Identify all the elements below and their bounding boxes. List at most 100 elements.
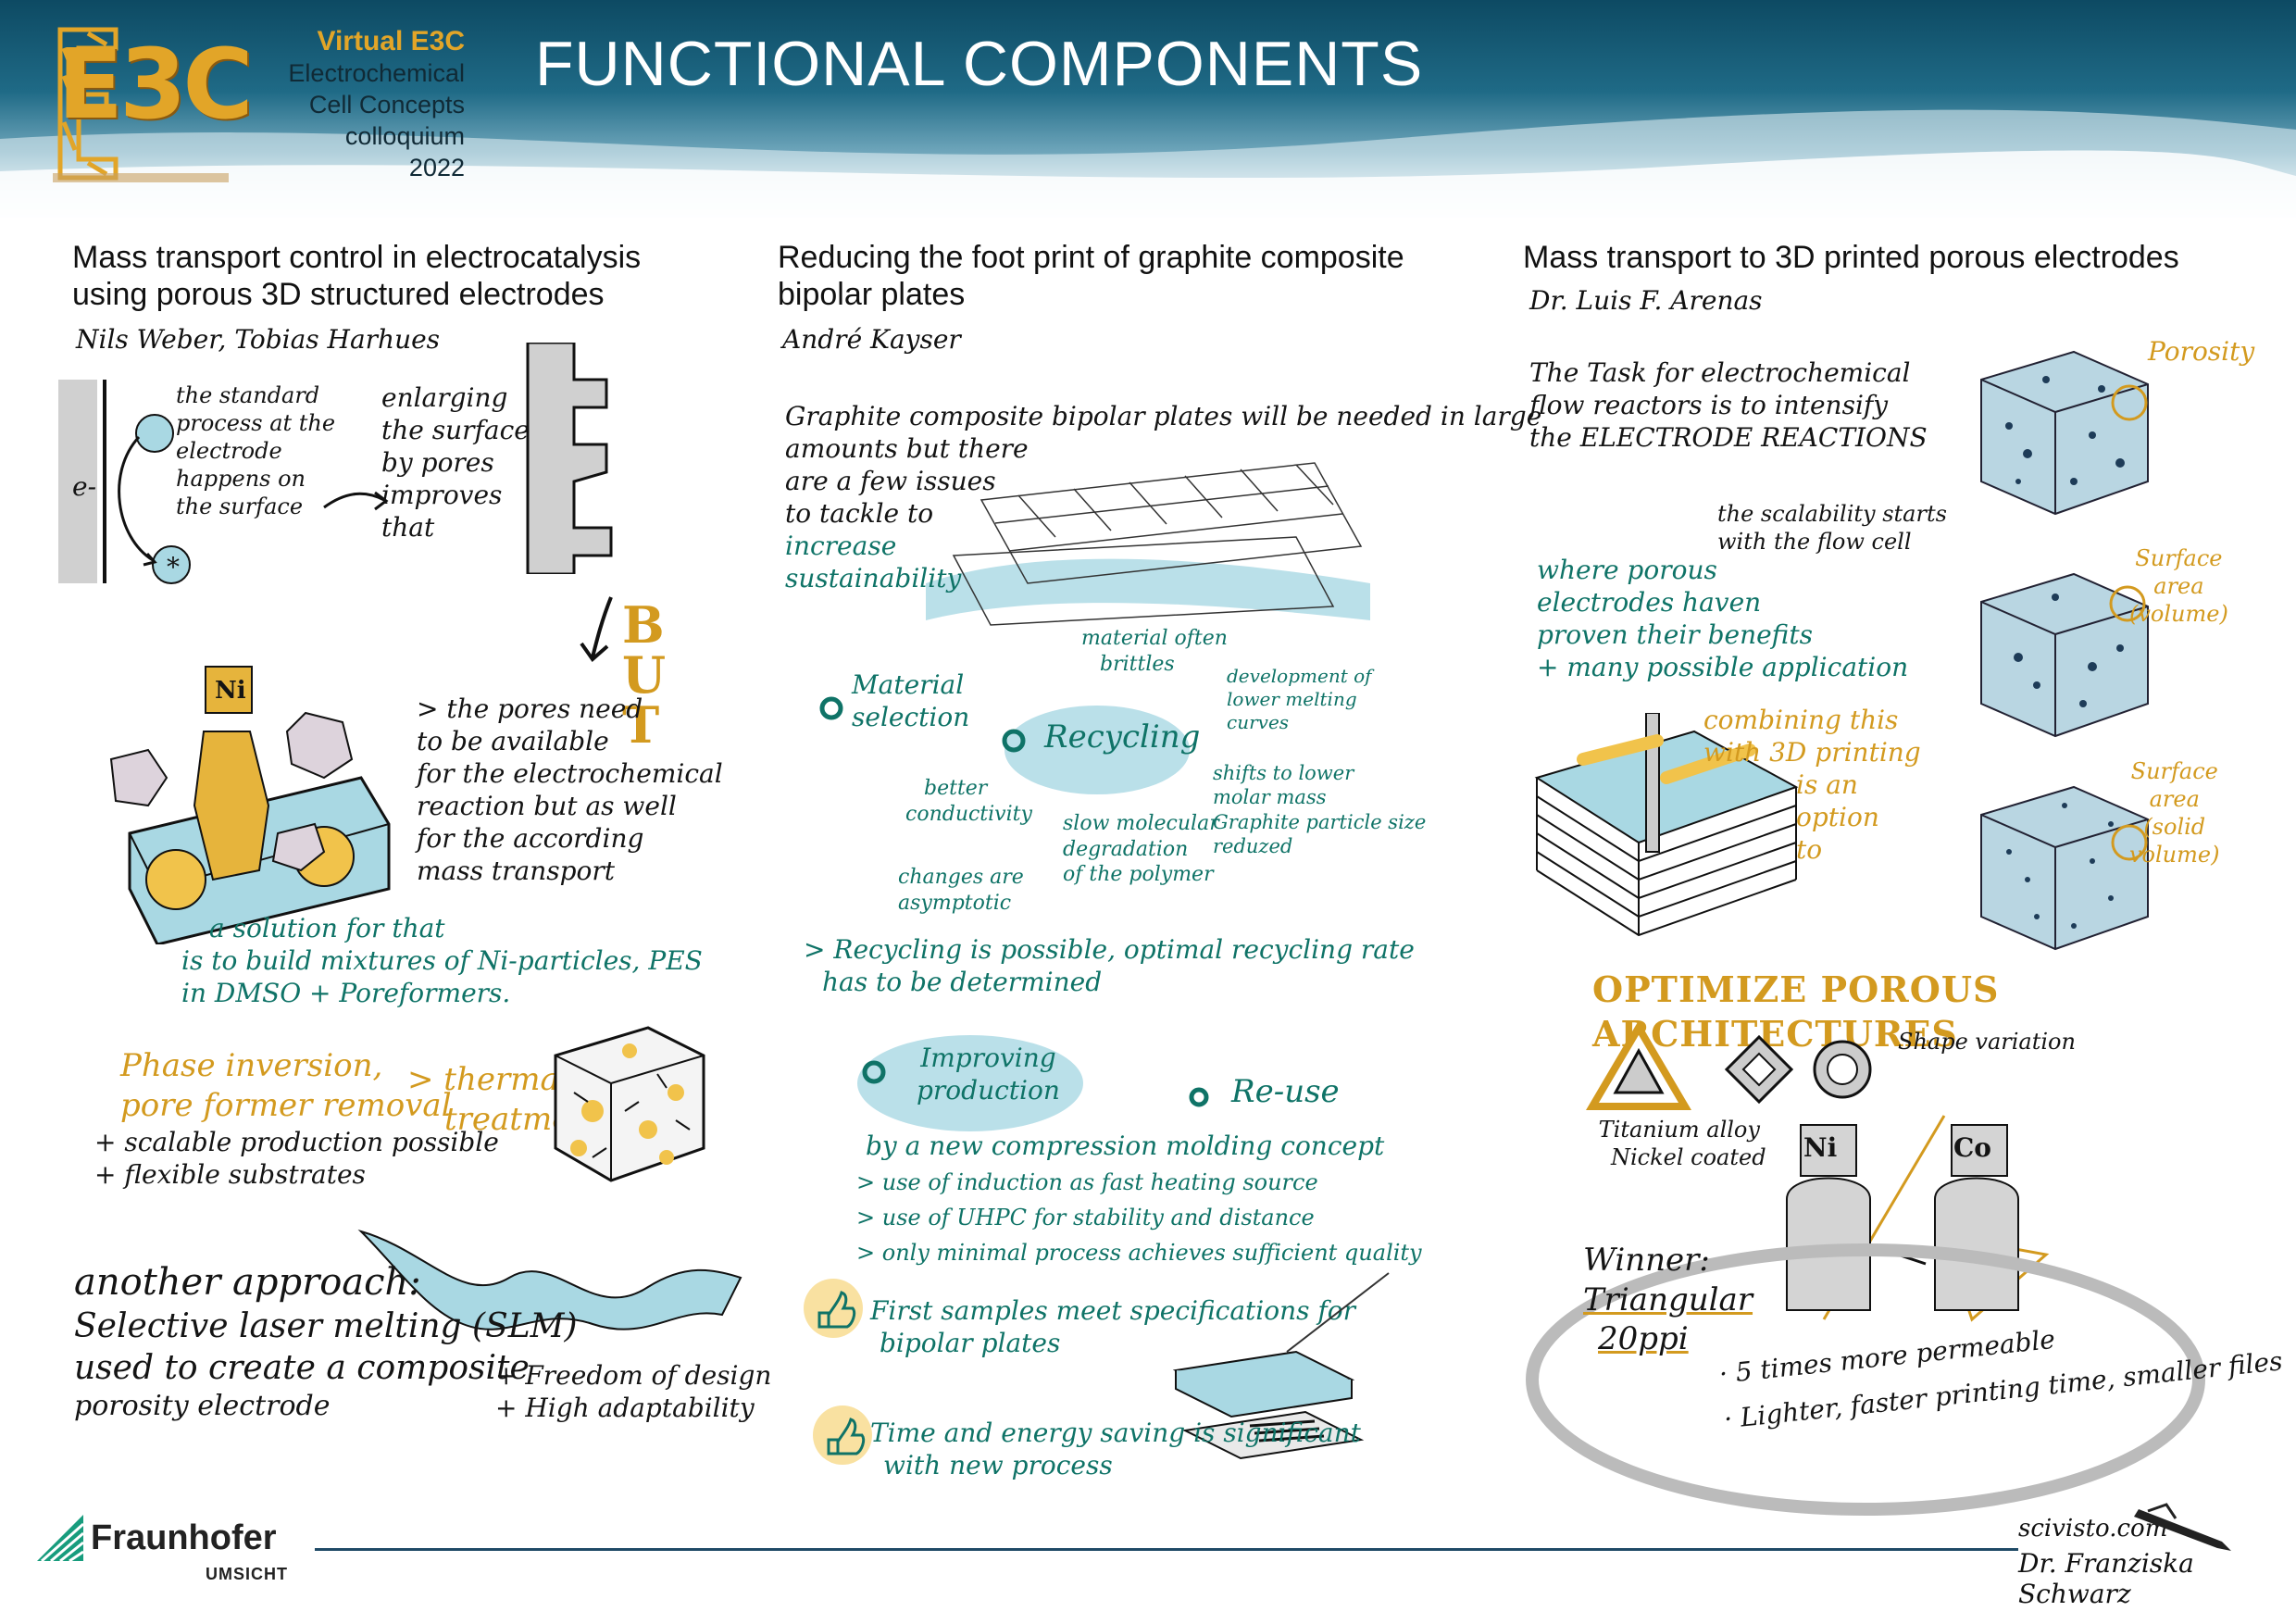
credit-name: Dr. Franziska Schwarz	[2018, 1548, 2194, 1609]
fraunhofer-name: Fraunhofer	[91, 1518, 277, 1557]
but-letter: U	[622, 645, 667, 705]
text-line: the ELECTRODE REACTIONS	[1529, 422, 1928, 453]
page-title: FUNCTIONAL COMPONENTS	[535, 29, 1424, 99]
shape-variation-label: Shape variation	[1898, 1029, 2076, 1055]
bullet-circle-icon	[1189, 1087, 1209, 1107]
phase-inversion-text: Phase inversion, pore former removal	[120, 1046, 452, 1125]
text-line: are a few issues	[785, 466, 996, 496]
text-line: degradation	[1063, 837, 1189, 861]
text-line: molar mass	[1213, 786, 1327, 809]
text-line: material often	[1081, 627, 1228, 650]
first-samples-text: First samples meet specifications for bi…	[870, 1294, 1355, 1359]
porous-benefits-text: where porous electrodes haven proven the…	[1537, 554, 1908, 683]
text-line: is an	[1796, 769, 1858, 800]
text-line: > use of UHPC for stability and distance	[856, 1205, 1315, 1230]
combining-text: combining this with 3D printing is an op…	[1703, 704, 1921, 866]
but-word: B U T	[622, 600, 666, 750]
text-line: with the flow cell	[1717, 529, 1912, 555]
porosity-label: Porosity	[2148, 336, 2255, 367]
text-line: amounts but there	[785, 433, 1029, 464]
col3-authors: Dr. Luis F. Arenas	[1529, 285, 1763, 316]
graphite-intro-text: Graphite composite bipolar plates will b…	[785, 400, 1541, 594]
conference-line: colloquium	[344, 122, 465, 150]
scalability-text: the scalability starts with the flow cel…	[1717, 500, 1947, 556]
col2-title: Reducing the foot print of graphite comp…	[778, 239, 1404, 313]
text-line: with 3D printing	[1703, 737, 1921, 768]
porous-cube-sketch	[554, 1026, 705, 1182]
winner-ring-sketch	[1526, 1243, 2205, 1516]
recycling-possible-text: > Recycling is possible, optimal recycli…	[804, 933, 1415, 998]
text-line: increase	[785, 531, 897, 561]
text-line: the standard	[176, 382, 320, 408]
slm-ribbon-sketch	[357, 1229, 742, 1330]
header-banner: E3C Virtual E3C Electrochemical Cell Con…	[0, 0, 2296, 218]
text-line: area	[2149, 786, 2200, 812]
porous-cube-solid-sketch	[1980, 785, 2149, 951]
text-line: the scalability starts	[1717, 501, 1947, 527]
asymptotic-text: changes are asymptotic	[898, 865, 1024, 916]
text-line: curves	[1227, 711, 1290, 733]
text-line: process at the	[176, 410, 336, 436]
text-line: Graphite particle size	[1213, 810, 1427, 833]
text-line: (volume)	[2129, 601, 2228, 627]
text-line: porosity electrode	[74, 1390, 331, 1422]
standard-process-text: the standard process at the electrode ha…	[176, 381, 335, 520]
text-line: development of	[1227, 665, 1372, 687]
text-line: happens on	[176, 466, 306, 492]
text-line: to be available	[417, 726, 609, 756]
text-line: production	[917, 1075, 1060, 1106]
conference-title: Virtual E3C	[317, 26, 465, 56]
e3c-logo-icon	[53, 27, 229, 182]
text-line: proven their benefits	[1537, 619, 1813, 650]
text-line: Triangular	[1583, 1280, 1753, 1318]
electrode-surface-sketch	[58, 380, 389, 584]
text-line: where porous	[1537, 555, 1717, 585]
text-line: in DMSO + Poreformers.	[181, 978, 511, 1008]
text-line: reduzed	[1213, 834, 1293, 857]
text-line: + flexible substrates	[94, 1159, 366, 1190]
text-line: Material	[852, 669, 965, 700]
recycling-bubble	[1002, 706, 1190, 794]
text-line: > thermal	[407, 1061, 569, 1098]
but-letter: T	[622, 695, 660, 755]
shape-variation-icons	[1586, 1020, 1872, 1110]
col3-title: Mass transport to 3D printed porous elec…	[1523, 240, 2179, 275]
conference-line: Cell Concepts	[308, 91, 465, 119]
text-line: the surface	[381, 415, 530, 445]
col1-title: Mass transport control in electrocatalys…	[72, 239, 641, 313]
text-line: area	[2153, 573, 2204, 599]
text-line: > Recycling is possible, optimal recycli…	[804, 934, 1415, 965]
bipolar-plate-mold-sketch	[1172, 1272, 1390, 1460]
solution-text: a solution for that is to build mixtures…	[181, 912, 703, 1009]
conductivity-text: better conductivity	[905, 776, 1032, 827]
text-line: that	[381, 512, 435, 543]
porous-cube-porosity-sketch	[1980, 350, 2149, 516]
text-line: to tackle to	[785, 498, 934, 529]
reuse-label: Re-use	[1231, 1073, 1340, 1110]
footer-divider	[315, 1548, 2018, 1551]
text-line: a solution for that	[209, 913, 445, 943]
text-line: mass transport	[417, 856, 616, 886]
text-line: (solid	[2143, 814, 2206, 840]
text-line: Phase inversion,	[120, 1047, 383, 1084]
col1-title-line: Mass transport control in electrocatalys…	[72, 240, 642, 275]
text-line: reaction but as well	[417, 791, 677, 821]
text-line: option	[1796, 802, 1879, 832]
production-plus-list: + scalable production possible + flexibl…	[94, 1126, 499, 1191]
text-line: conductivity	[905, 802, 1032, 826]
fraunhofer-logo-icon	[37, 1515, 84, 1563]
text-line: bipolar plates	[880, 1328, 1061, 1358]
recycling-label: Recycling	[1044, 718, 1201, 756]
porous-electrode-sketch	[526, 343, 613, 574]
text-line: Nickel coated	[1611, 1144, 1766, 1170]
compression-text: by a new compression molding concept	[866, 1131, 1385, 1161]
another-approach-text: another approach: Selective laser meltin…	[74, 1259, 578, 1424]
text-line: for the according	[417, 823, 644, 854]
text-line: better	[924, 777, 988, 800]
text-line: + Freedom of design	[495, 1360, 772, 1391]
porous-cube-surface-sketch	[1980, 572, 2149, 738]
star-label: *	[167, 552, 180, 582]
surface-area-volume-label: Surface area (volume)	[2129, 544, 2228, 628]
text-line: for the electrochemical	[417, 758, 723, 789]
pores-need-text: > the pores need to be available for the…	[417, 693, 723, 887]
